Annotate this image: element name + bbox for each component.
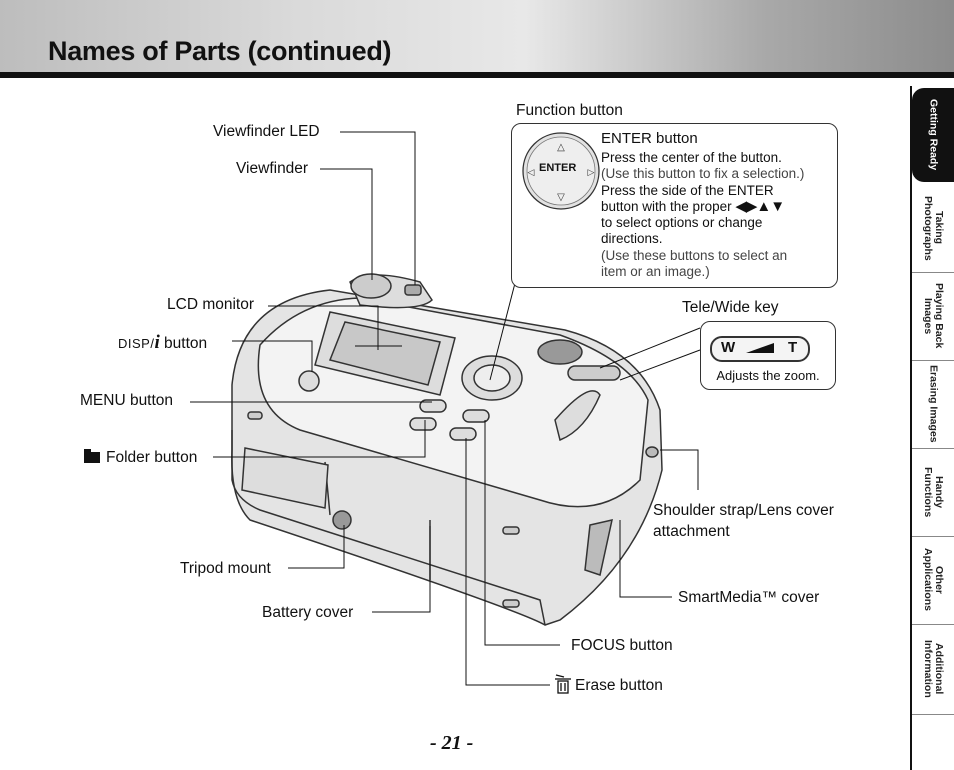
trash-icon: [555, 674, 571, 694]
leader-lines: [190, 131, 701, 686]
tab-label: Erasing Images: [927, 365, 940, 443]
label-erase-button: Erase button: [575, 677, 663, 694]
enter-line3: Press the side of the ENTER: [601, 182, 774, 198]
enter-heading: ENTER button: [601, 130, 698, 147]
info-i-icon: i: [154, 332, 160, 353]
enter-line6: directions.: [601, 231, 663, 247]
label-shoulder-strap: Shoulder strap/Lens cover attachment: [653, 500, 834, 542]
label-folder-button: Folder button: [106, 449, 198, 466]
label-disp-button: DISP/i button: [118, 332, 207, 354]
enter-line1: Press the center of the button.: [601, 150, 782, 165]
disp-suffix: button: [159, 335, 208, 352]
tab-taking-photographs[interactable]: Taking Photographs: [912, 186, 954, 270]
enter-line4: button with the proper ◀▶▲▼: [601, 197, 837, 215]
page-title: Names of Parts (continued): [48, 36, 392, 66]
page-number: - 21 -: [430, 732, 474, 754]
tab-playing-back-images[interactable]: Playing Back Images: [912, 274, 954, 358]
label-menu-button: MENU button: [80, 392, 174, 409]
header-rule: [0, 72, 954, 78]
enter-line5: to select options or change: [601, 215, 763, 231]
enter-dial-icon: △ ▽ ◁ ▷: [522, 132, 600, 210]
tab-label: Handy Functions: [922, 466, 945, 518]
tab-label: Getting Ready: [927, 99, 940, 171]
tab-other-applications[interactable]: Other Applications: [912, 538, 954, 622]
camera-illustration: [231, 273, 663, 626]
direction-arrows-icon: ◀▶▲▼: [735, 197, 785, 215]
label-tele-wide-key: Tele/Wide key: [682, 299, 779, 316]
label-viewfinder-led: Viewfinder LED: [213, 123, 320, 140]
label-smartmedia-cover: SmartMedia™ cover: [678, 589, 820, 606]
zoom-caption: Adjusts the zoom.: [716, 368, 820, 383]
zoom-w-label: W: [721, 339, 736, 356]
label-function-button: Function button: [516, 102, 623, 119]
header-banner: [0, 0, 954, 76]
tab-label: Additional Information: [922, 640, 945, 698]
tab-label: Taking Photographs: [922, 195, 945, 261]
label-focus-button: FOCUS button: [571, 637, 673, 654]
enter-line8: item or an image.): [601, 264, 710, 280]
enter-dial-label: ENTER: [539, 162, 577, 174]
label-lcd-monitor: LCD monitor: [167, 296, 254, 313]
svg-text:▽: ▽: [557, 192, 565, 203]
enter-line4-text: button with the proper: [601, 198, 732, 214]
svg-text:◁: ◁: [528, 167, 535, 177]
zoom-wedge-icon: [746, 343, 774, 353]
enter-description: Press the center of the button. (Use thi…: [601, 150, 837, 280]
shoulder-strap-line1: Shoulder strap/Lens cover: [653, 502, 834, 519]
zoom-t-label: T: [788, 339, 798, 356]
enter-line2: (Use this button to fix a selection.): [601, 166, 805, 182]
tab-additional-information[interactable]: Additional Information: [912, 626, 954, 712]
enter-button-panel: △ ▽ ◁ ▷ ENTER ENTER button Press the cen…: [511, 123, 838, 288]
tab-handy-functions[interactable]: Handy Functions: [912, 450, 954, 534]
tab-separator: [912, 714, 954, 715]
tab-separator: [912, 360, 954, 361]
sidebar-rule: [910, 86, 912, 770]
tab-getting-ready[interactable]: Getting Ready: [912, 88, 954, 182]
tab-erasing-images[interactable]: Erasing Images: [912, 362, 954, 446]
svg-text:▷: ▷: [588, 167, 595, 177]
enter-line7: (Use these buttons to select an: [601, 247, 788, 263]
svg-text:△: △: [557, 142, 565, 153]
disp-prefix: DISP/: [118, 336, 155, 351]
tab-separator: [912, 272, 954, 273]
zoom-key-panel: W T Adjusts the zoom.: [700, 321, 836, 390]
label-tripod-mount: Tripod mount: [180, 560, 271, 577]
shoulder-strap-line2: attachment: [653, 523, 730, 540]
tab-label: Playing Back Images: [922, 283, 945, 349]
label-viewfinder: Viewfinder: [236, 160, 309, 177]
zoom-key-illustration: W T: [710, 336, 810, 362]
folder-icon: [84, 449, 100, 463]
tab-label: Other Applications: [922, 548, 945, 612]
tab-separator: [912, 536, 954, 537]
label-battery-cover: Battery cover: [262, 604, 354, 621]
tab-separator: [912, 624, 954, 625]
tab-separator: [912, 448, 954, 449]
